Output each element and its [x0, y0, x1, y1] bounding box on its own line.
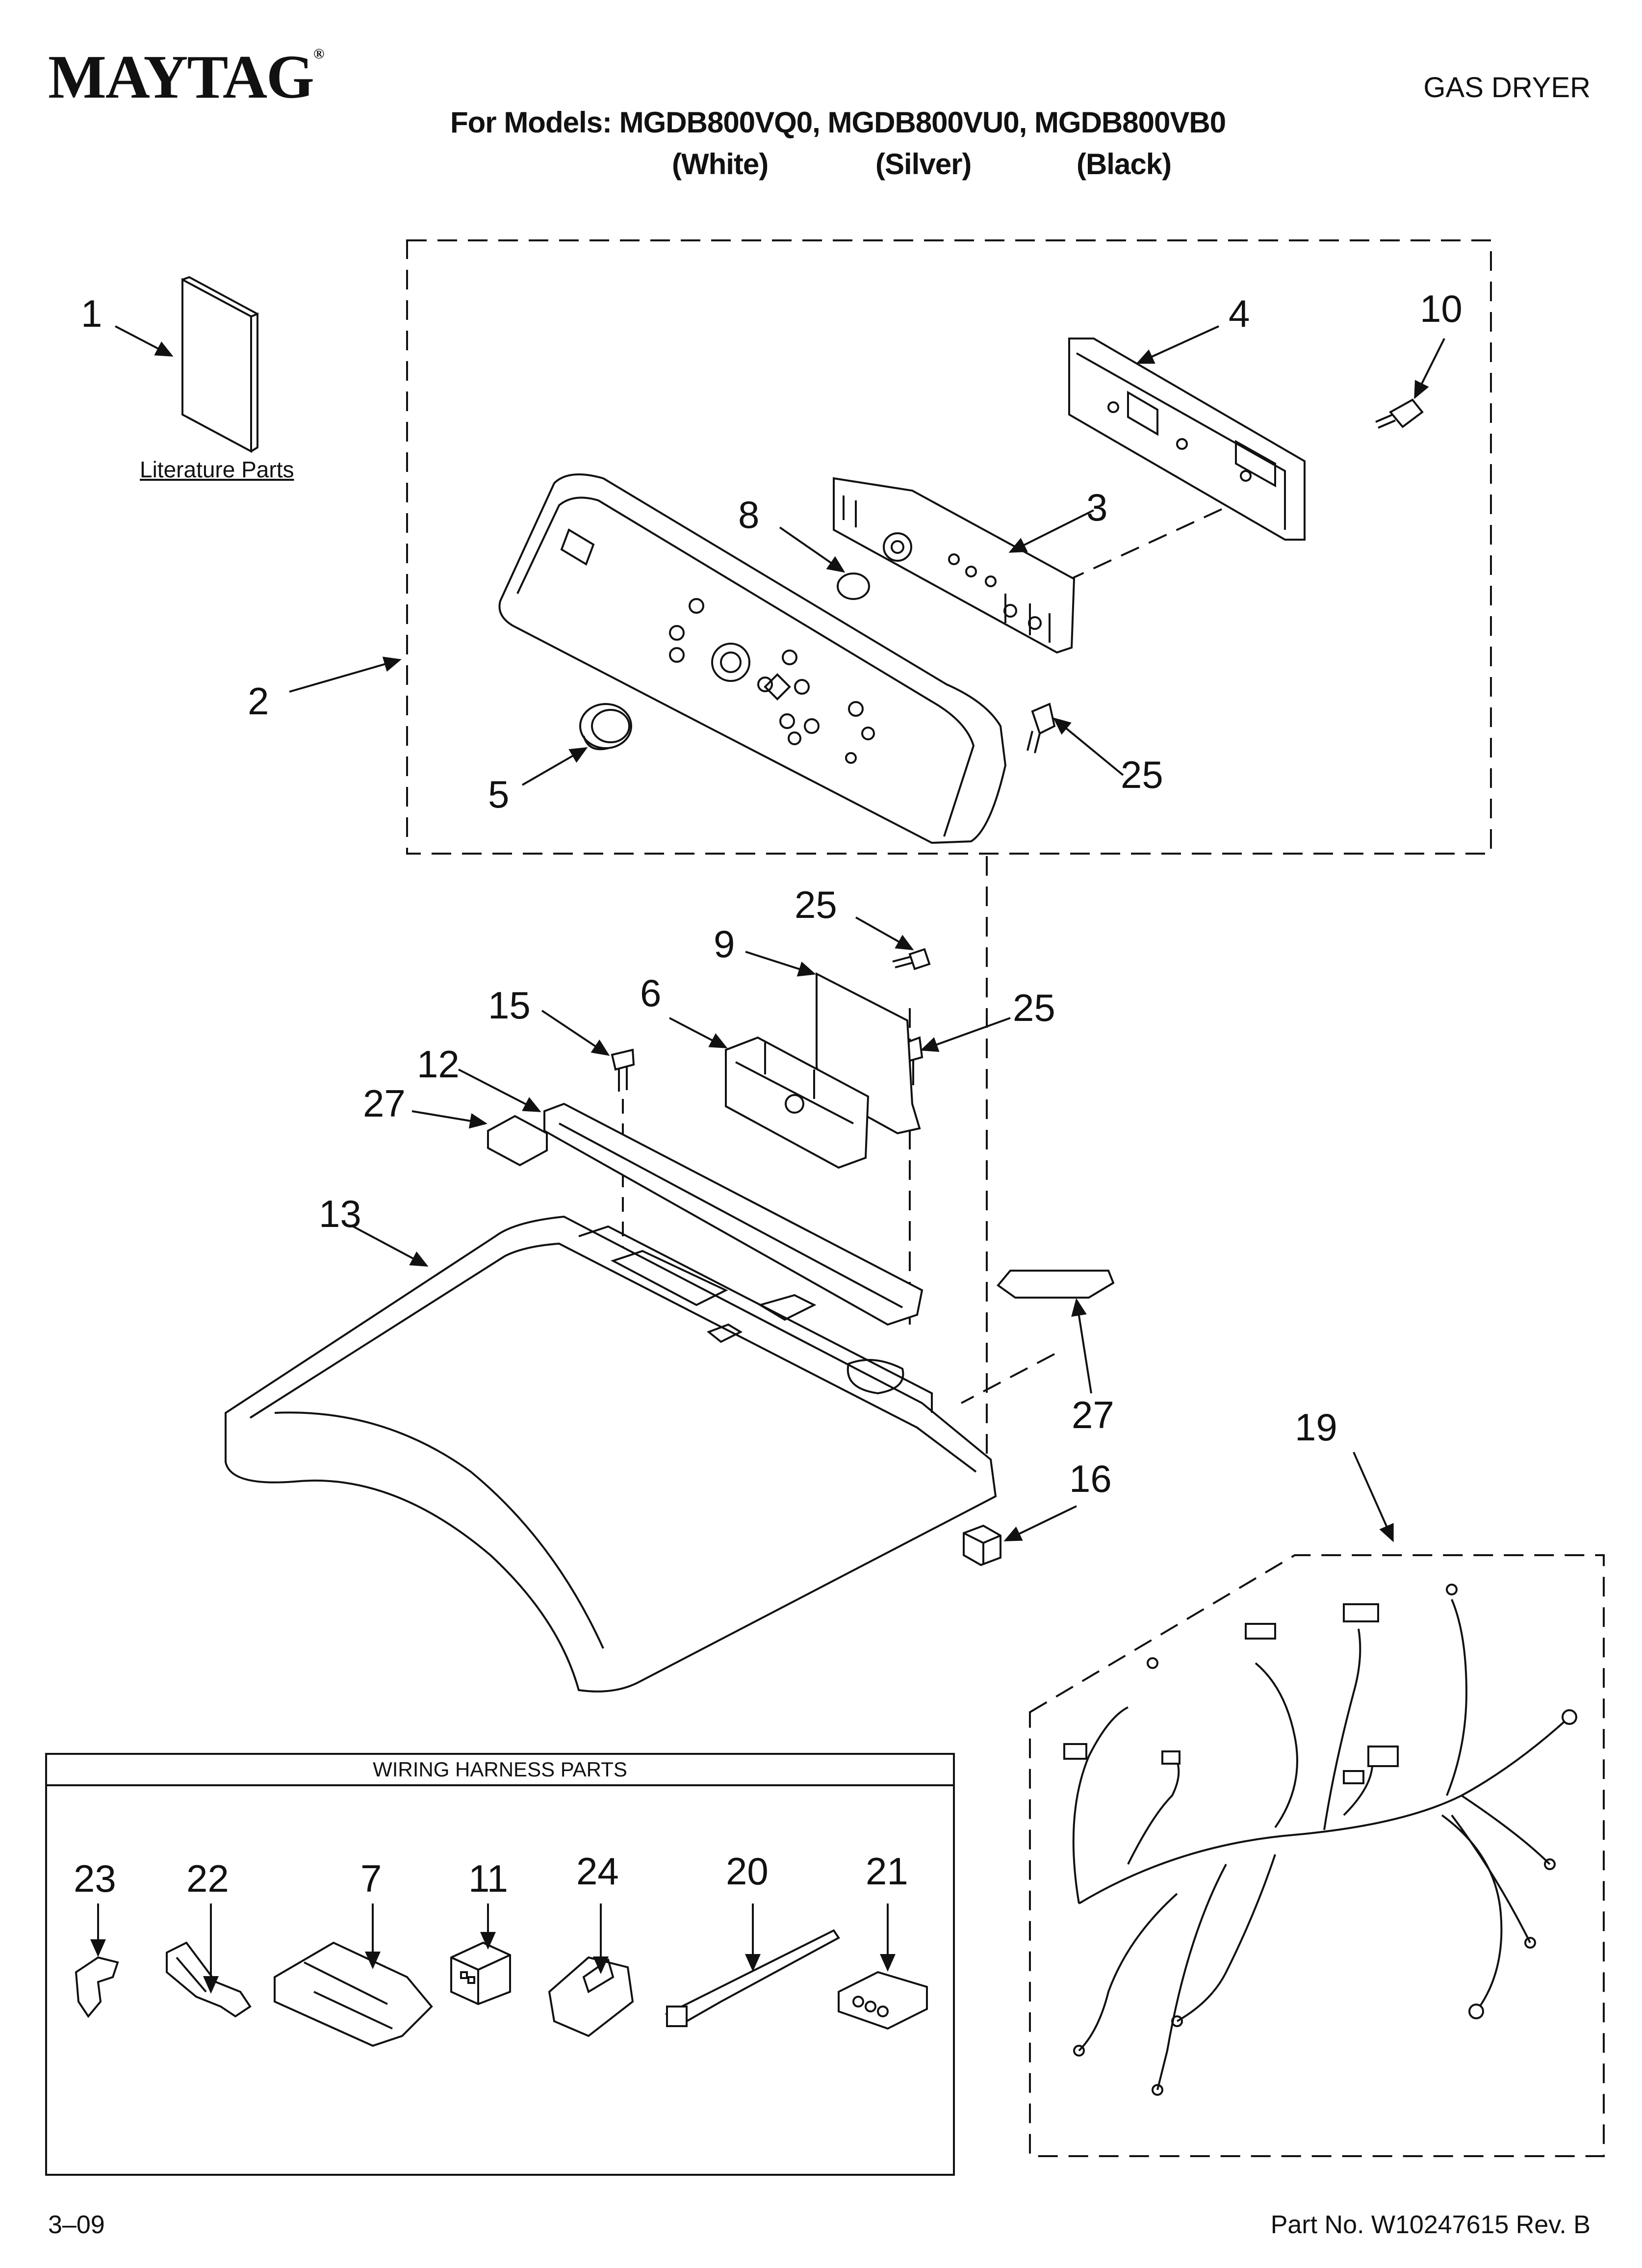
callout-25-lower: 25 [1013, 986, 1055, 1029]
wiring-harness-icon [1063, 1584, 1577, 2096]
part-7-connector-icon [274, 1941, 433, 2047]
callout-23: 23 [74, 1857, 116, 1900]
callout-1: 1 [81, 292, 103, 335]
dryer-top-icon [225, 1215, 997, 1693]
callout-4: 4 [1229, 292, 1250, 335]
part-number: Part No. W10247615 Rev. B [1270, 2211, 1591, 2239]
top-cover-strip-icon [543, 1102, 924, 1326]
part-21-splice-icon [838, 1971, 928, 2030]
callout-27-left: 27 [363, 1082, 406, 1125]
color-silver: (Silver) [875, 148, 972, 181]
callout-11: 11 [468, 1857, 508, 1900]
control-console-icon [498, 473, 1007, 844]
callout-8: 8 [738, 493, 760, 536]
callout-7: 7 [360, 1857, 382, 1900]
wiring-harness-parts-title: WIRING HARNESS PARTS [47, 1755, 953, 1786]
callout-2: 2 [248, 679, 269, 723]
callout-12: 12 [417, 1043, 460, 1086]
callout-25-upper: 25 [1121, 753, 1163, 796]
date-code: 3–09 [48, 2211, 105, 2239]
literature-parts-label: Literature Parts [140, 457, 294, 482]
callout-22: 22 [186, 1857, 229, 1900]
literature-booklet-icon [181, 276, 258, 453]
screw-25-middle-icon [892, 948, 931, 970]
callout-13: 13 [319, 1192, 361, 1235]
callout-20: 20 [726, 1850, 769, 1893]
callout-25-middle: 25 [795, 883, 837, 926]
foam-pad-left-icon [487, 1115, 548, 1167]
control-knob-icon [579, 703, 632, 751]
document-type: GAS DRYER [1423, 72, 1591, 104]
part-20-cable-tie-icon [665, 1929, 840, 2027]
screw-15-icon [611, 1048, 635, 1092]
color-white: (White) [672, 148, 769, 181]
light-pipe-icon [837, 573, 870, 600]
callout-leaders [90, 325, 1445, 1994]
callout-5: 5 [488, 773, 510, 816]
module-icon [725, 1036, 870, 1169]
console-assembly-boundary [406, 239, 1492, 855]
wiring-harness-parts-box [45, 1753, 955, 2176]
callout-6: 6 [640, 971, 662, 1015]
control-board-icon [833, 477, 1076, 654]
callout-10: 10 [1420, 287, 1462, 330]
foam-pad-right-icon [997, 1270, 1115, 1299]
screw-25-upper-icon [1026, 703, 1056, 754]
brand-logo: MAYTAG® [48, 43, 325, 111]
strip-edge [559, 1122, 903, 1308]
callout-27-right: 27 [1072, 1393, 1114, 1436]
models-line: For Models: MGDB800VQ0, MGDB800VU0, MGDB… [450, 106, 1226, 139]
callout-15: 15 [488, 984, 531, 1027]
callout-16: 16 [1069, 1457, 1112, 1500]
color-black: (Black) [1077, 148, 1172, 181]
part-24-connector-icon [548, 1956, 634, 2037]
callout-19: 19 [1295, 1406, 1337, 1449]
callout-21: 21 [866, 1850, 908, 1893]
foot-icon [963, 1524, 1001, 1566]
part-11-connector-icon [450, 1941, 511, 2006]
callout-3: 3 [1086, 486, 1108, 529]
alignment-line [961, 1353, 1055, 1404]
callout-24: 24 [576, 1850, 619, 1893]
screw-10-icon [1375, 398, 1424, 429]
callout-9: 9 [714, 922, 735, 965]
console-back-panel-icon [1068, 338, 1306, 541]
harness-assembly-boundary [1029, 1554, 1605, 2157]
part-23-clip-icon [75, 1956, 119, 2018]
